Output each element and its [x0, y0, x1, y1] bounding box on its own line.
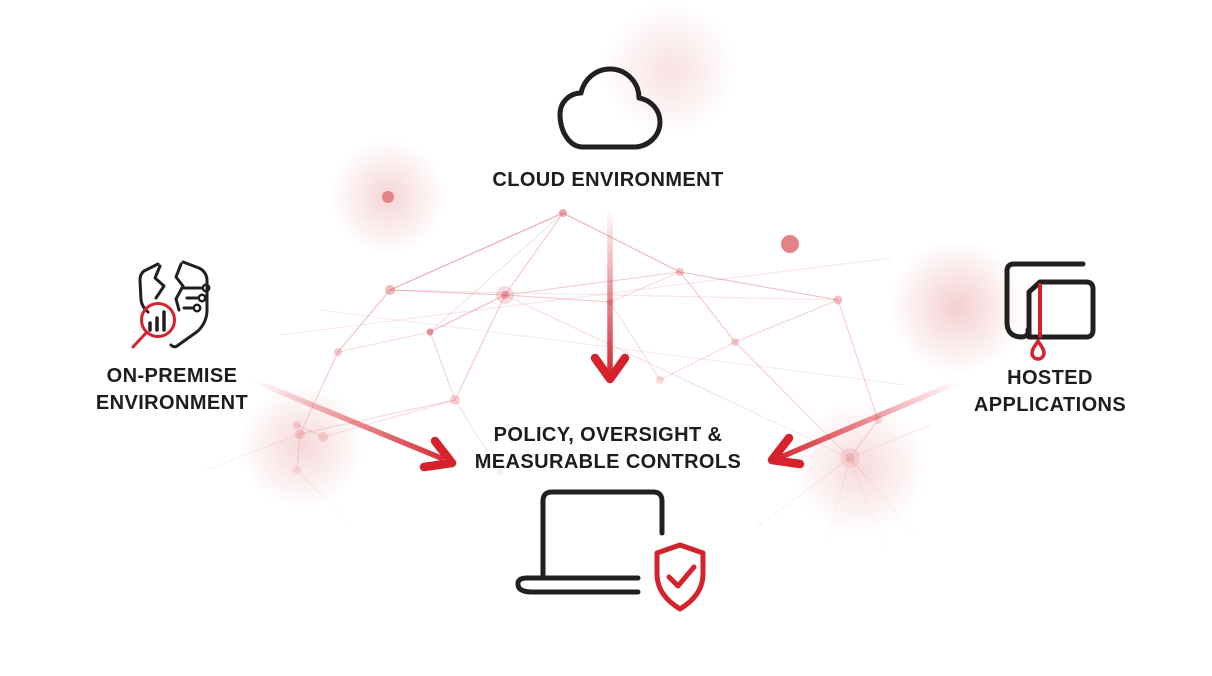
accent-dot [781, 235, 799, 253]
on-premise-label-line1: ON-PREMISE [106, 365, 238, 387]
arrow-cloud-to-center [590, 207, 630, 384]
shield-check-icon [654, 542, 706, 612]
on-premise-monitoring-icon [131, 260, 211, 349]
policy-controls-label: POLICY, OVERSIGHT & MEASURABLE CONTROLS [475, 422, 742, 476]
accent-dot [382, 191, 394, 203]
hosted-label-line1: HOSTED [1007, 367, 1093, 389]
leaking-folder-icon [1004, 261, 1096, 361]
arrow-hosted-to-center [767, 380, 959, 469]
policy-label-line2: MEASURABLE CONTROLS [474, 451, 742, 473]
magnifier-chart-icon [131, 302, 176, 349]
on-premise-label: ON-PREMISE ENVIRONMENT [96, 363, 248, 417]
arrow-onpremise-to-center [251, 378, 457, 472]
hosted-applications-label: HOSTED APPLICATIONS [974, 365, 1126, 419]
on-premise-label-line2: ENVIRONMENT [95, 392, 249, 414]
cloud-icon [557, 66, 663, 150]
laptop-icon [515, 489, 665, 595]
hosted-label-line2: APPLICATIONS [973, 394, 1127, 416]
circuit-lines-icon [182, 283, 211, 313]
policy-label-line1: POLICY, OVERSIGHT & [493, 424, 723, 446]
cloud-environment-label: CLOUD ENVIRONMENT [492, 169, 724, 191]
droplet-icon [1030, 339, 1046, 361]
